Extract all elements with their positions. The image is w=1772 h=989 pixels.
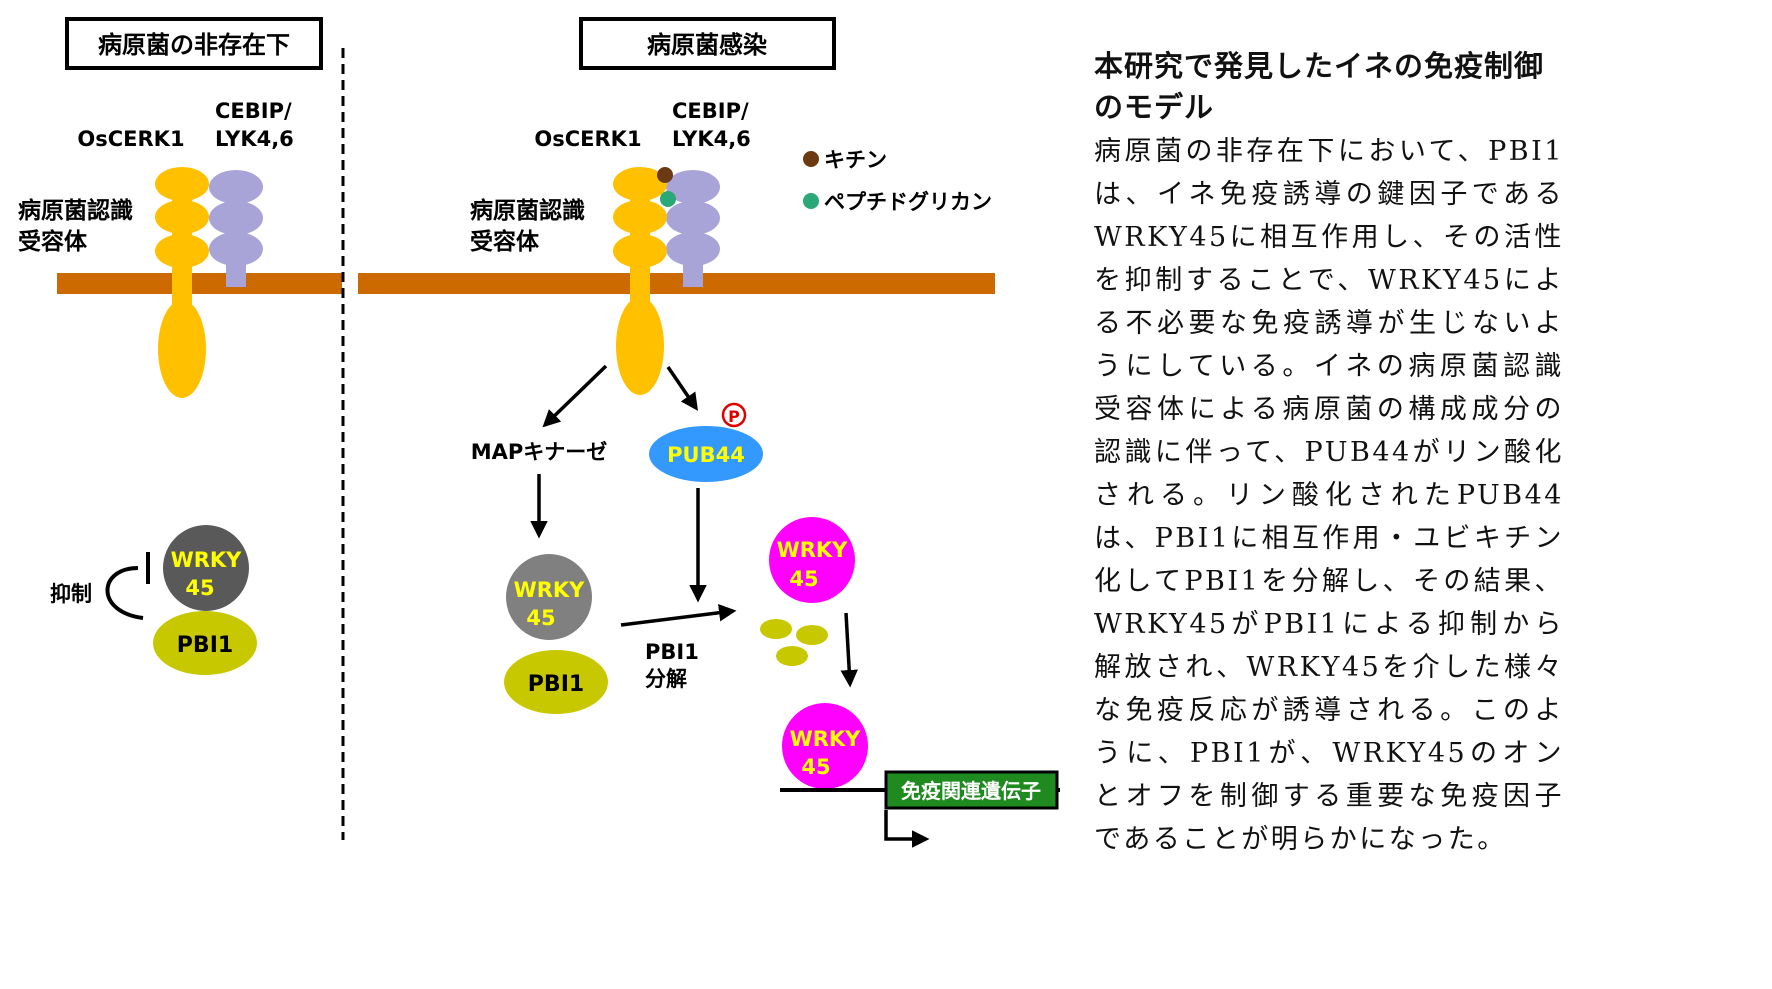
- right-oscerk1-receptor: [613, 167, 667, 395]
- left-receptor-label-2: 受容体: [18, 228, 88, 255]
- pbi1-degradation-label-1: PBI1: [645, 640, 699, 664]
- bound-chitin-dot: [657, 167, 673, 183]
- bound-wrky45-label-2: 45: [801, 755, 830, 779]
- right-wrky45-gray-label-1: WRKY: [514, 578, 586, 602]
- phospho-badge-label: P: [728, 407, 740, 426]
- arrow-complex-to-degradation: [620, 604, 737, 627]
- right-cebip-label-2: LYK4,6: [672, 127, 751, 151]
- peptidoglycan-legend-dot: [803, 193, 819, 209]
- bound-wrky45: [782, 703, 868, 789]
- left-wrky45: [163, 525, 249, 611]
- arrow-receptor-to-pub44: [666, 366, 698, 411]
- bound-wrky45-label-1: WRKY: [790, 727, 862, 751]
- right-receptor-label-2: 受容体: [470, 228, 540, 255]
- left-cebip-receptor: [209, 170, 263, 287]
- left-oscerk1-receptor: [155, 167, 209, 398]
- right-wrky45-gray-label-2: 45: [526, 606, 555, 630]
- right-wrky45-gray: [506, 554, 592, 640]
- phospho-badge: [721, 402, 747, 428]
- peptidoglycan-legend-label: ペプチドグリカン: [824, 190, 992, 214]
- transcription-arrow: [884, 810, 930, 848]
- left-title-box: [65, 17, 323, 70]
- caption-title: 本研究で発見したイネの免疫制御のモデル: [1094, 49, 1545, 124]
- left-panel: 病原菌の非存在下 OsCERK1 CEBIP/ LYK4,6 病原菌認識 受容体…: [18, 17, 342, 675]
- left-membrane: [57, 273, 342, 294]
- free-wrky45-label-2: 45: [789, 567, 818, 591]
- chitin-legend-label: キチン: [824, 148, 887, 172]
- left-oscerk1-label: OsCERK1: [77, 127, 184, 151]
- left-inhibit-label: 抑制: [50, 582, 92, 606]
- immune-gene-box: [884, 770, 1059, 810]
- left-pbi1: [153, 611, 257, 675]
- free-wrky45: [769, 517, 855, 603]
- left-pbi1-label: PBI1: [177, 633, 233, 658]
- left-wrky45-label-1: WRKY: [171, 548, 243, 572]
- right-cebip-receptor: [666, 170, 720, 287]
- free-wrky45-label-1: WRKY: [777, 538, 849, 562]
- right-panel: 病原菌感染 OsCERK1 CEBIP/ LYK4,6 病原菌認識 受容体 キチ…: [358, 17, 1060, 848]
- immune-gene-label: 免疫関連遺伝子: [901, 779, 1041, 803]
- left-receptor-label-1: 病原菌認識: [18, 197, 133, 224]
- caption-body: 病原菌の非存在下において、PBI1は、イネ免疫誘導の鍵因子であるWRKY45に相…: [1094, 136, 1564, 855]
- chitin-legend-dot: [803, 151, 819, 167]
- arrow-wrky-to-gene: [840, 612, 858, 688]
- right-title-box: [579, 17, 836, 70]
- map-kinase-label: MAPキナーゼ: [471, 440, 608, 464]
- right-membrane: [358, 273, 995, 294]
- pub44-label: PUB44: [667, 443, 745, 467]
- right-pbi1: [504, 650, 608, 714]
- immune-model-diagram: 病原菌の非存在下 OsCERK1 CEBIP/ LYK4,6 病原菌認識 受容体…: [18, 17, 1060, 848]
- pbi1-fragments: [760, 619, 828, 666]
- bound-peptidoglycan-dot: [660, 191, 676, 207]
- pub44: [649, 426, 763, 482]
- caption: 本研究で発見したイネの免疫制御のモデル 病原菌の非存在下において、PBI1は、イ…: [1094, 46, 1564, 861]
- right-title: 病原菌感染: [647, 31, 767, 59]
- right-cebip-label-1: CEBIP/: [672, 99, 749, 123]
- left-wrky45-label-2: 45: [185, 576, 214, 600]
- left-title: 病原菌の非存在下: [98, 31, 290, 59]
- right-oscerk1-label: OsCERK1: [534, 127, 641, 151]
- arrow-receptor-to-map-kinase: [542, 364, 608, 428]
- left-cebip-label-2: LYK4,6: [215, 127, 294, 151]
- right-receptor-label-1: 病原菌認識: [470, 197, 585, 224]
- pbi1-degradation-label-2: 分解: [645, 667, 687, 691]
- left-inhibition-line: [105, 566, 144, 620]
- left-cebip-label-1: CEBIP/: [215, 99, 292, 123]
- right-pbi1-label: PBI1: [528, 672, 584, 697]
